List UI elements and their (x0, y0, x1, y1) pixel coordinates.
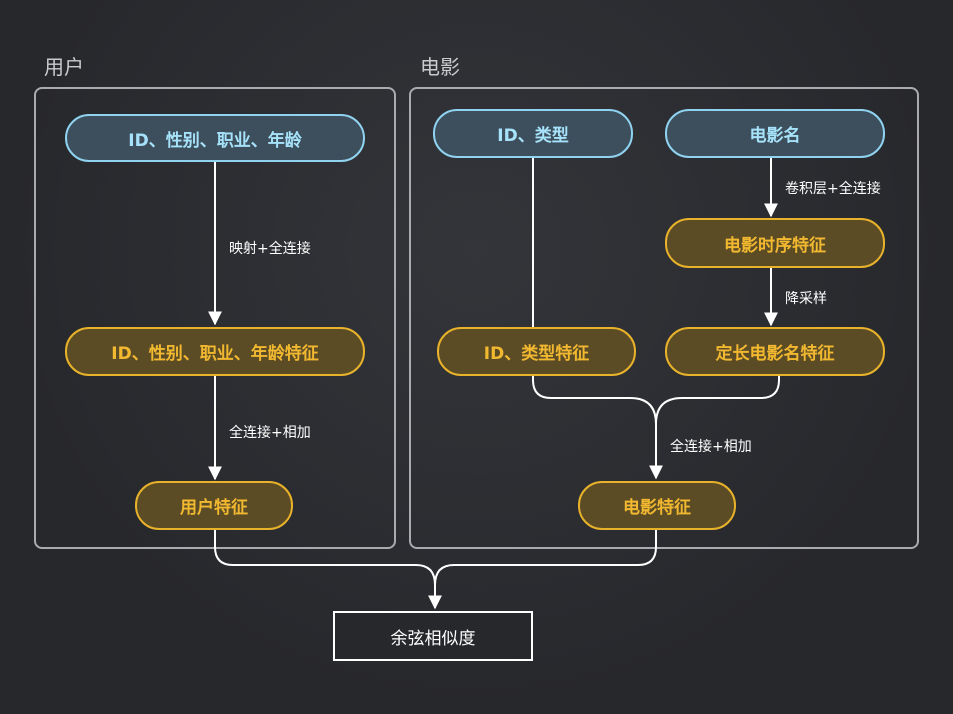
user-attr-feature-node: ID、性别、职业、年龄特征 (65, 327, 365, 376)
movie-id-type-node: ID、类型 (433, 109, 633, 158)
user-group-label: 用户 (44, 55, 84, 79)
edge-movie-merge-right (655, 376, 780, 425)
movie-title-feature-node: 定长电影名特征 (665, 327, 885, 376)
edge-label-movie-conv-fc: 卷积层+全连接 (785, 181, 881, 197)
user-input-node: ID、性别、职业、年龄 (65, 114, 365, 162)
edge-movie-to-cosine (434, 530, 657, 586)
edge-user-to-cosine (214, 530, 442, 610)
movie-title-node: 电影名 (665, 109, 885, 158)
edge-label-user-map-fc: 映射+全连接 (229, 241, 311, 257)
edge-label-movie-fc-add: 全连接+相加 (670, 439, 752, 455)
movie-seq-feature-node: 电影时序特征 (665, 218, 885, 268)
cosine-similarity-node: 余弦相似度 (333, 611, 533, 661)
edge-label-movie-downsample: 降采样 (785, 291, 827, 307)
edge-label-user-fc-add: 全连接+相加 (229, 425, 311, 441)
movie-feature-node: 电影特征 (578, 481, 736, 530)
user-feature-node: 用户特征 (135, 481, 293, 530)
movie-group-box (409, 87, 919, 549)
movie-id-type-feature-node: ID、类型特征 (437, 327, 636, 376)
edge-movie-merge (532, 376, 663, 480)
movie-group-label: 电影 (420, 55, 460, 79)
